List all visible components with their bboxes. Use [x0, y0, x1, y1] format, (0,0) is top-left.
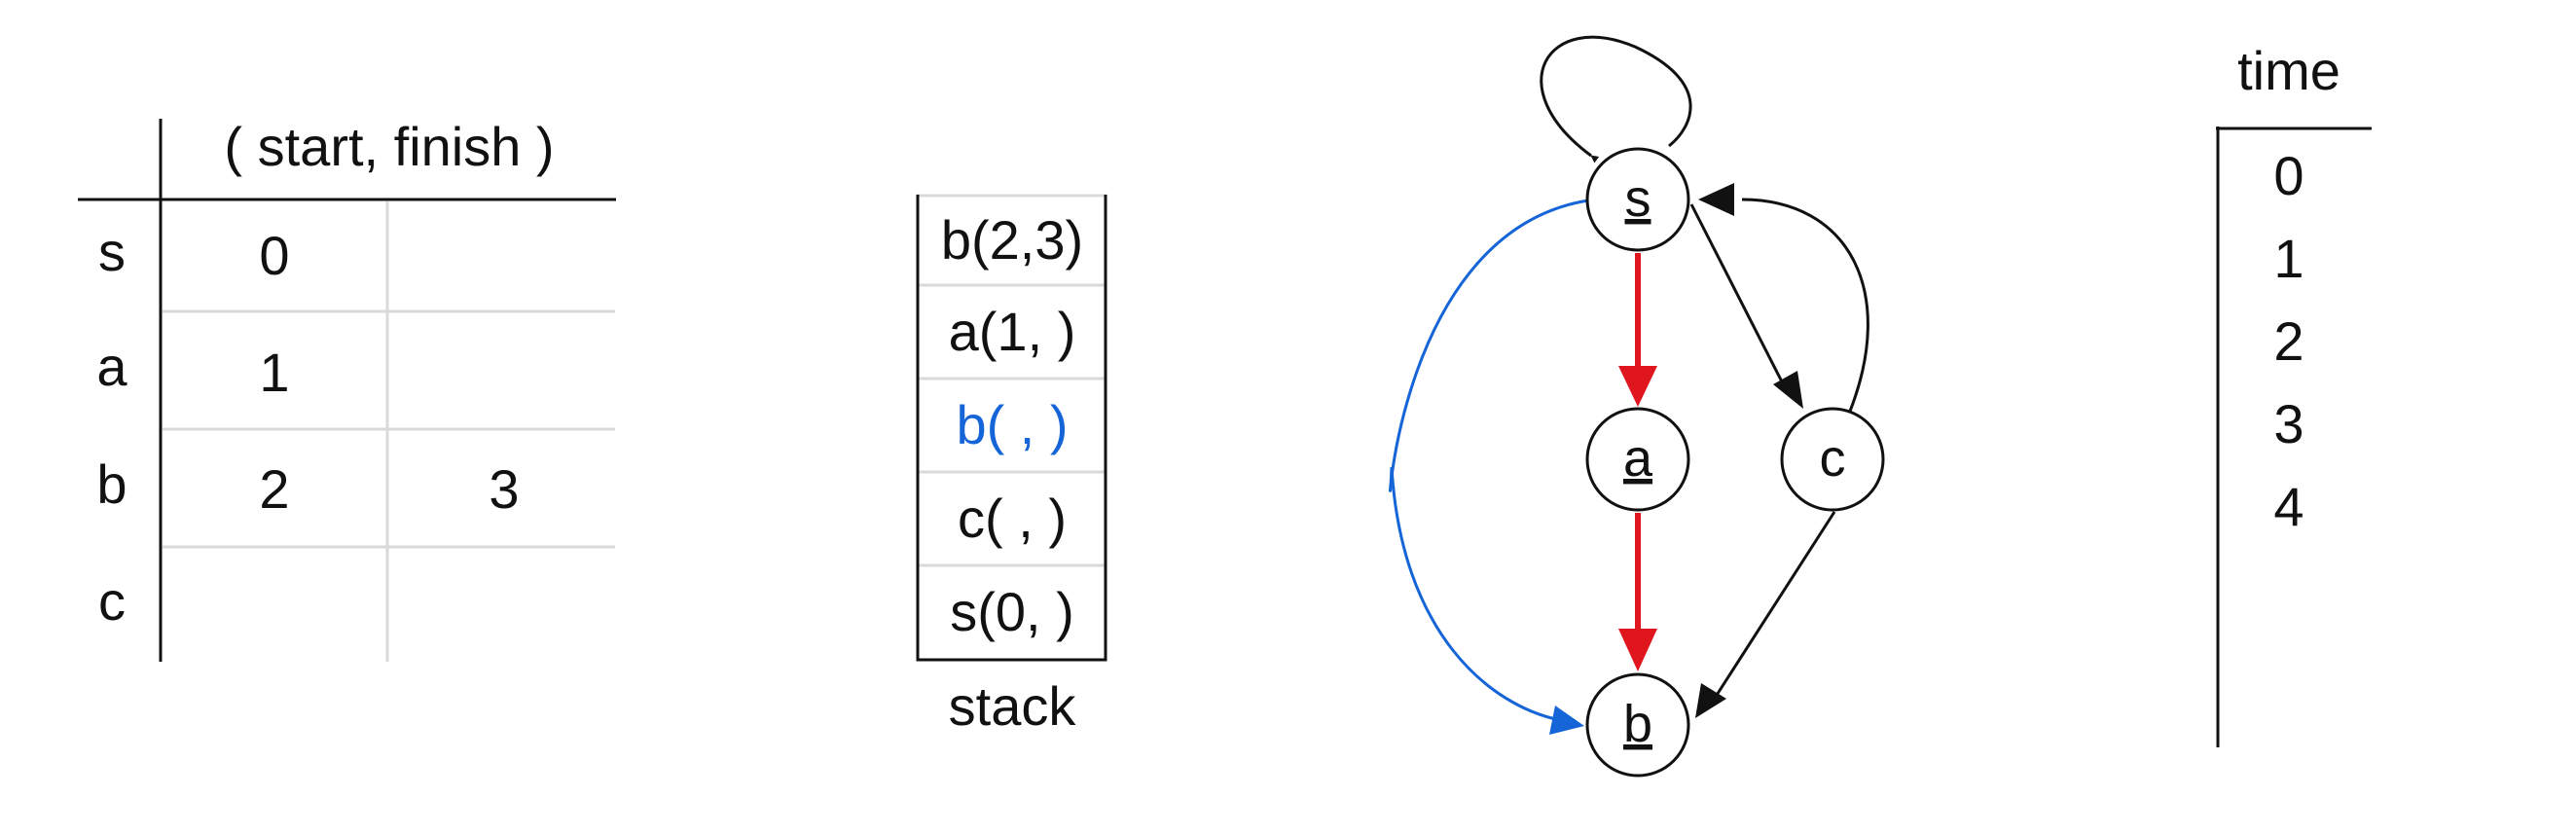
table-row-vertex: s	[98, 221, 126, 282]
node-a	[1585, 407, 1690, 512]
table-row-finish: 3	[489, 458, 519, 520]
stack-container	[916, 195, 1107, 662]
edge-c-b-arrowhead	[1695, 683, 1726, 718]
time-value: 1	[2273, 228, 2304, 289]
table-header: ( start, finish )	[224, 116, 554, 177]
stack-label: stack	[949, 675, 1077, 737]
node-c-label: c	[1820, 429, 1846, 488]
call-stack: b(2,3) a(1, ) b( , ) c( , ) s(0, ) stack	[916, 194, 1107, 737]
edge-s-a-arrowhead	[1618, 366, 1657, 407]
node-s	[1585, 147, 1690, 252]
edge-c-b	[1710, 511, 1836, 704]
edge-c-s	[1741, 198, 1869, 415]
edge-s-b-highlight	[1388, 199, 1589, 722]
stack-frame: c( , )	[958, 488, 1067, 549]
edge-a-b-arrowhead	[1618, 629, 1657, 671]
stack-frame: s(0, )	[950, 581, 1074, 642]
node-b-label: b	[1623, 695, 1652, 753]
node-c	[1780, 407, 1885, 512]
table-row-vertex: b	[96, 453, 127, 515]
node-a-label: a	[1623, 429, 1653, 488]
stack-frame: b(2,3)	[941, 209, 1083, 271]
time-value: 3	[2273, 393, 2304, 454]
edge-c-s-arrowhead	[1698, 183, 1734, 216]
time-value: 2	[2273, 310, 2304, 372]
time-value: 4	[2273, 476, 2304, 537]
table-row-start: 1	[259, 342, 289, 403]
edge-s-c	[1689, 203, 1791, 396]
table-row-start: 2	[259, 458, 289, 520]
time-column: time 0 1 2 3 4	[2216, 40, 2372, 747]
table-row-start: 0	[259, 225, 289, 286]
edge-s-b-arrowhead	[1549, 706, 1584, 735]
start-finish-table: ( start, finish ) s 0 a 1 b 2 3 c	[78, 116, 616, 662]
time-label: time	[2237, 40, 2340, 101]
table-row-vertex: c	[98, 570, 126, 632]
edge-s-s	[1540, 35, 1692, 163]
edge-s-c-arrowhead	[1773, 371, 1803, 409]
node-b	[1585, 672, 1690, 778]
graph: s a b c	[1388, 35, 1885, 778]
time-value: 0	[2273, 145, 2304, 206]
stack-frame-highlighted: b( , )	[956, 394, 1068, 455]
table-row-vertex: a	[96, 336, 127, 397]
node-s-label: s	[1625, 169, 1651, 228]
stack-frame: a(1, )	[949, 301, 1076, 362]
